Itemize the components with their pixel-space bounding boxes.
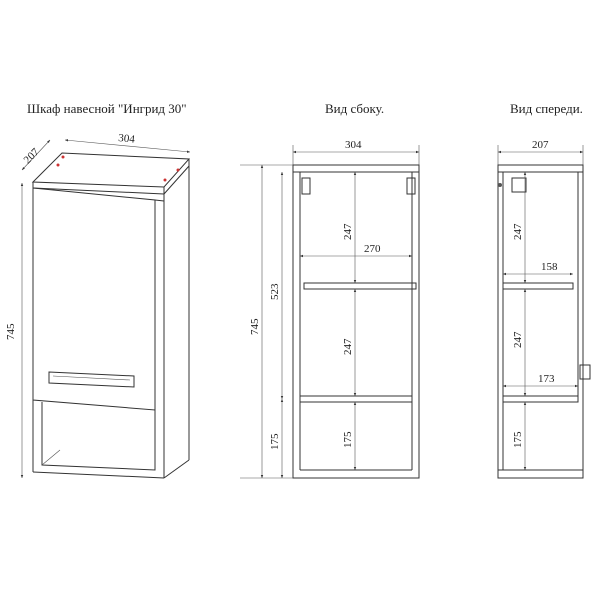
front-dim-depth: 207	[532, 139, 549, 151]
title-side: Вид сбоку.	[325, 101, 384, 116]
front-view: 207 247 247 175 158 173	[497, 139, 591, 479]
title-iso: Шкаф навесной "Ингрид 30"	[27, 101, 187, 116]
front-dim-mid-depth: 173	[538, 373, 555, 385]
front-dim-shelf-top: 247	[512, 223, 524, 240]
iso-dim-depth: 207	[22, 146, 43, 167]
side-dim-width: 304	[345, 139, 362, 151]
side-dim-bottom: 175	[269, 433, 281, 450]
front-dim-shelf-mid: 247	[512, 331, 524, 348]
front-dim-upper-depth: 158	[541, 261, 558, 273]
side-dim-shelf-bottom: 175	[342, 431, 354, 448]
iso-view: 304 207 745	[5, 132, 191, 479]
side-dim-shelf-top: 247	[342, 223, 354, 240]
front-dim-shelf-bottom: 175	[512, 431, 524, 448]
side-view: 304 745 523 175 247 247 175 270	[240, 139, 420, 479]
side-dim-shelf-mid: 247	[342, 338, 354, 355]
iso-dim-height: 745	[5, 323, 17, 340]
iso-dim-width: 304	[118, 132, 136, 146]
side-dim-upper: 523	[269, 283, 281, 300]
side-dim-inner-width: 270	[364, 243, 381, 255]
side-dim-total: 745	[249, 318, 261, 335]
title-front: Вид спереди.	[510, 101, 583, 116]
